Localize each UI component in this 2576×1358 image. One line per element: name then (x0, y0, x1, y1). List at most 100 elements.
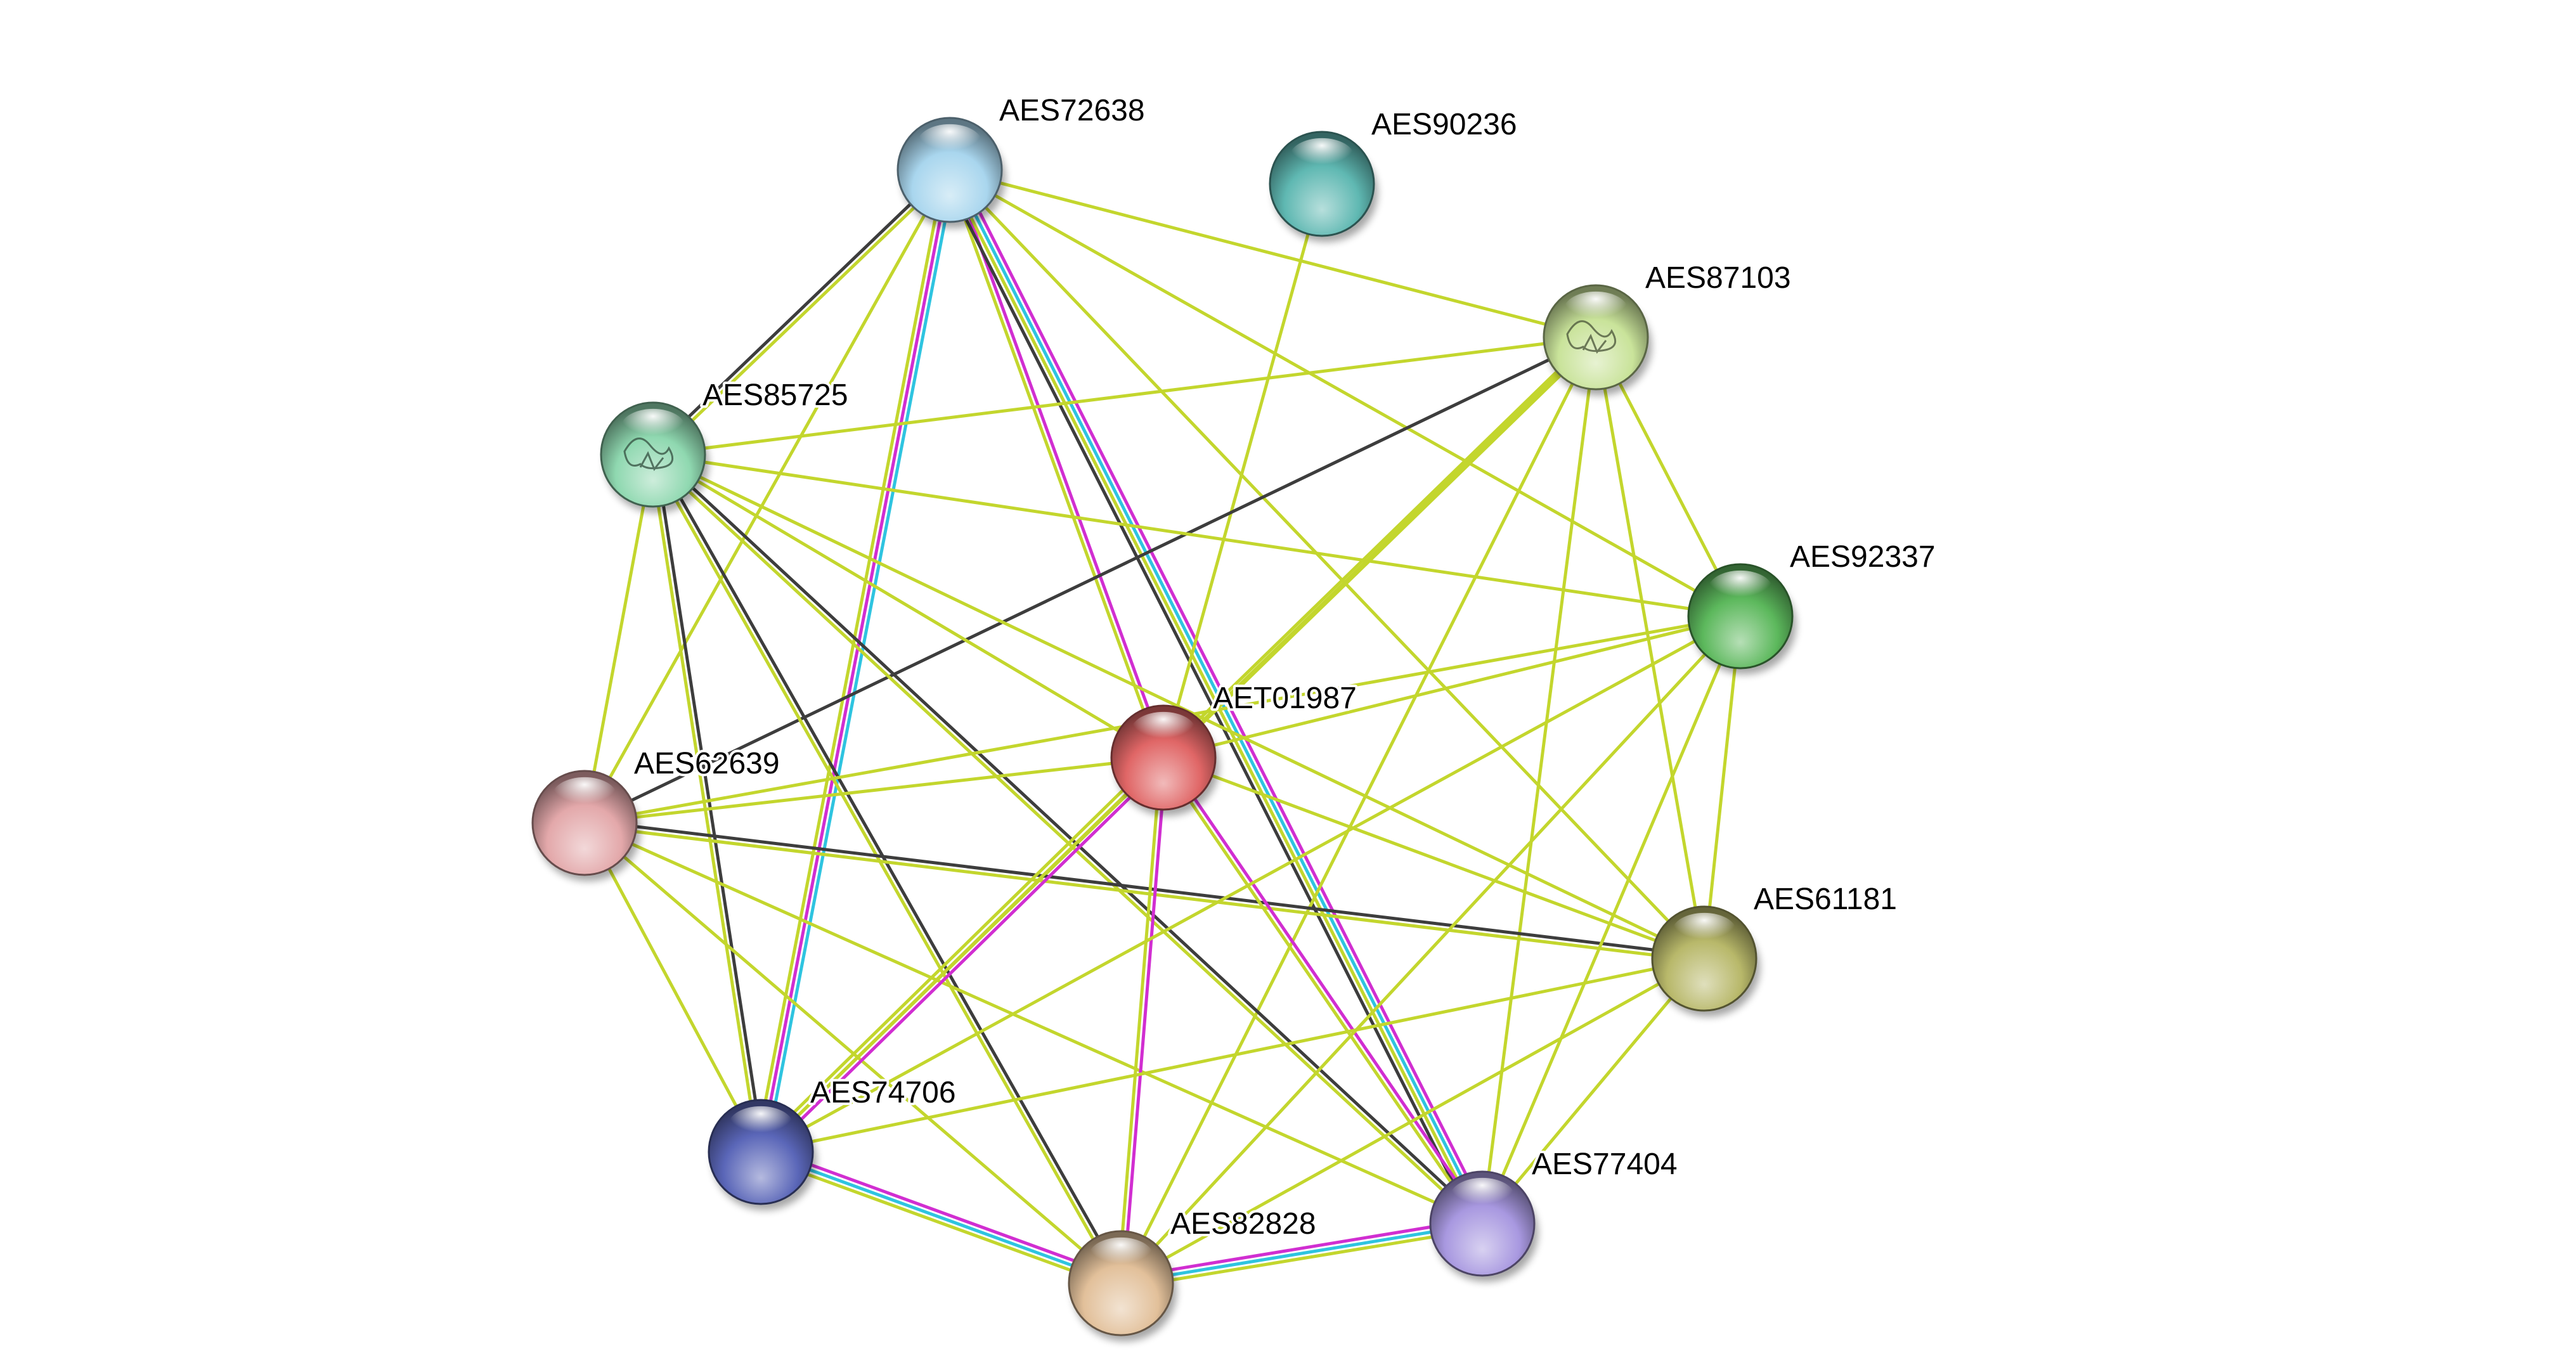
edge-AES62639-AES74706[interactable] (583, 821, 763, 1154)
edge-AES87103-AES82828[interactable] (1119, 335, 1598, 1285)
node-AES90236[interactable]: AES90236 (1269, 105, 1520, 242)
edge-AES92337-AES77404[interactable] (1480, 614, 1742, 1225)
node-label: AES87103 (1645, 261, 1791, 295)
edge-AES90236-AET01987[interactable] (1162, 182, 1324, 760)
edge-line-text (651, 453, 1742, 618)
node-AES74706[interactable]: AES74706 (708, 1073, 959, 1210)
node-highlight (1708, 570, 1773, 608)
node-AES87103[interactable]: AES87103 (1543, 259, 1794, 396)
edge-line-text (1163, 337, 1600, 761)
node-AES82828[interactable]: AES82828 (1068, 1205, 1319, 1342)
edge-AES87103-AES77404[interactable] (1480, 335, 1598, 1225)
edge-line-text (754, 167, 947, 1153)
node-AES85725[interactable]: AES85725 (600, 376, 851, 513)
edge-AES85725-AES62639[interactable] (583, 453, 655, 825)
node-AES77404[interactable]: AES77404 (1429, 1145, 1680, 1282)
edge-AET01987-AES61181[interactable] (1162, 756, 1706, 960)
edge-line-exp (950, 167, 1168, 759)
edge-AES85725-AET01987[interactable] (651, 453, 1165, 760)
edge-AES92337-AES82828[interactable] (1119, 614, 1742, 1285)
edge-line-text (583, 756, 1165, 825)
node-AES92337[interactable]: AES92337 (1687, 538, 1938, 675)
edge-line-exp (763, 760, 1169, 1158)
node-highlight (1672, 912, 1737, 950)
edge-line-coexp (653, 451, 1125, 1284)
edge-AES72638-AES62639[interactable] (583, 168, 952, 825)
edge-line-exp (1118, 1217, 1484, 1280)
node-label: AES90236 (1371, 108, 1517, 141)
edge-line-text (759, 756, 1165, 1154)
edge-AES85725-AES82828[interactable] (649, 451, 1125, 1286)
edge-AES85725-AES61181[interactable] (651, 453, 1706, 960)
edge-AES92337-AES74706[interactable] (759, 614, 1742, 1154)
edge-line-text (945, 169, 1163, 760)
edge-line-exp (1163, 754, 1486, 1224)
node-highlight (728, 1106, 793, 1144)
node-label: AES82828 (1170, 1207, 1316, 1241)
edge-line-text (583, 821, 763, 1154)
edge-AES72638-AES61181[interactable] (948, 168, 1706, 960)
edge-line-text (1162, 182, 1324, 760)
edge-line-db (1119, 1222, 1484, 1285)
edge-line-exp (1122, 756, 1168, 1285)
edge-AES82828-AES77404[interactable] (1118, 1217, 1485, 1290)
edge-line-text (583, 824, 1706, 963)
node-AES62639[interactable]: AES62639 (531, 744, 782, 881)
edge-AES87103-AES62639[interactable] (583, 335, 1598, 825)
node-label: AES74706 (810, 1076, 956, 1109)
edge-line-db (950, 167, 1487, 1224)
node-AES72638[interactable]: AES72638 (896, 91, 1148, 228)
edge-AET01987-AES74706[interactable] (755, 752, 1169, 1158)
edge-AES62639-AET01987[interactable] (583, 756, 1165, 825)
edge-line-text (1480, 335, 1598, 1225)
edge-line-text (1594, 335, 1706, 960)
edge-AES72638-AES92337[interactable] (948, 168, 1742, 618)
edge-line-text (1116, 756, 1163, 1285)
node-highlight (1290, 138, 1354, 176)
node-label: AES77404 (1532, 1148, 1678, 1181)
edge-line-text (1119, 614, 1742, 1285)
edge-line-text (1480, 957, 1706, 1225)
edge-AES72638-AET01987[interactable] (945, 167, 1168, 760)
edge-AES72638-AES77404[interactable] (941, 165, 1491, 1229)
edge-AES85725-AES92337[interactable] (651, 453, 1742, 618)
node-layer: AES72638 AES90236AES87103AES85725AES92337… (531, 91, 1938, 1342)
node-AES61181[interactable]: AES61181 (1651, 880, 1900, 1017)
edge-line-text (583, 453, 655, 825)
edge-line-text (1120, 1227, 1485, 1290)
edge-line-text (651, 453, 1706, 960)
edge-AES62639-AES77404[interactable] (583, 821, 1484, 1225)
node-highlight (1563, 291, 1628, 329)
edge-line-text (583, 168, 952, 825)
edge-AES87103-AET01987[interactable] (1160, 333, 1600, 761)
edge-line-exp (759, 168, 952, 1154)
edge-AES72638-AES85725[interactable] (649, 166, 954, 458)
edge-line-text (653, 170, 954, 458)
edge-AES85725-AES77404[interactable] (649, 451, 1486, 1227)
edge-AES62639-AES61181[interactable] (583, 818, 1706, 963)
edge-line-text (1160, 757, 1482, 1227)
edge-line-text (651, 335, 1598, 456)
edge-AES74706-AES82828[interactable] (757, 1145, 1125, 1290)
edge-AET01987-AES82828[interactable] (1116, 756, 1168, 1285)
node-label: AES92337 (1790, 540, 1936, 574)
edge-AES87103-AES85725[interactable] (651, 335, 1598, 456)
edge-AES87103-AES61181[interactable] (1594, 335, 1706, 960)
edge-AES72638-AES74706[interactable] (754, 167, 957, 1155)
node-highlight (1131, 711, 1196, 749)
edge-line-coexp (654, 452, 765, 1153)
node-AET01987[interactable]: AET01987 (1110, 679, 1359, 816)
edge-line-text (1160, 333, 1596, 758)
edge-AES61181-AES74706[interactable] (759, 957, 1706, 1154)
edge-line-coexp (583, 335, 1598, 825)
edge-AES72638-AES87103[interactable] (948, 168, 1598, 339)
edge-line-text (1162, 756, 1706, 960)
node-label: AES85725 (702, 378, 848, 412)
edge-AET01987-AES92337[interactable] (1162, 614, 1742, 760)
edge-AES85725-AES74706[interactable] (649, 452, 765, 1154)
node-label: AES72638 (999, 94, 1145, 127)
node-label: AES61181 (1754, 883, 1897, 916)
edge-AET01987-AES77404[interactable] (1160, 754, 1486, 1227)
edge-AES61181-AES82828[interactable] (1119, 957, 1706, 1285)
edge-AES61181-AES77404[interactable] (1480, 957, 1706, 1225)
